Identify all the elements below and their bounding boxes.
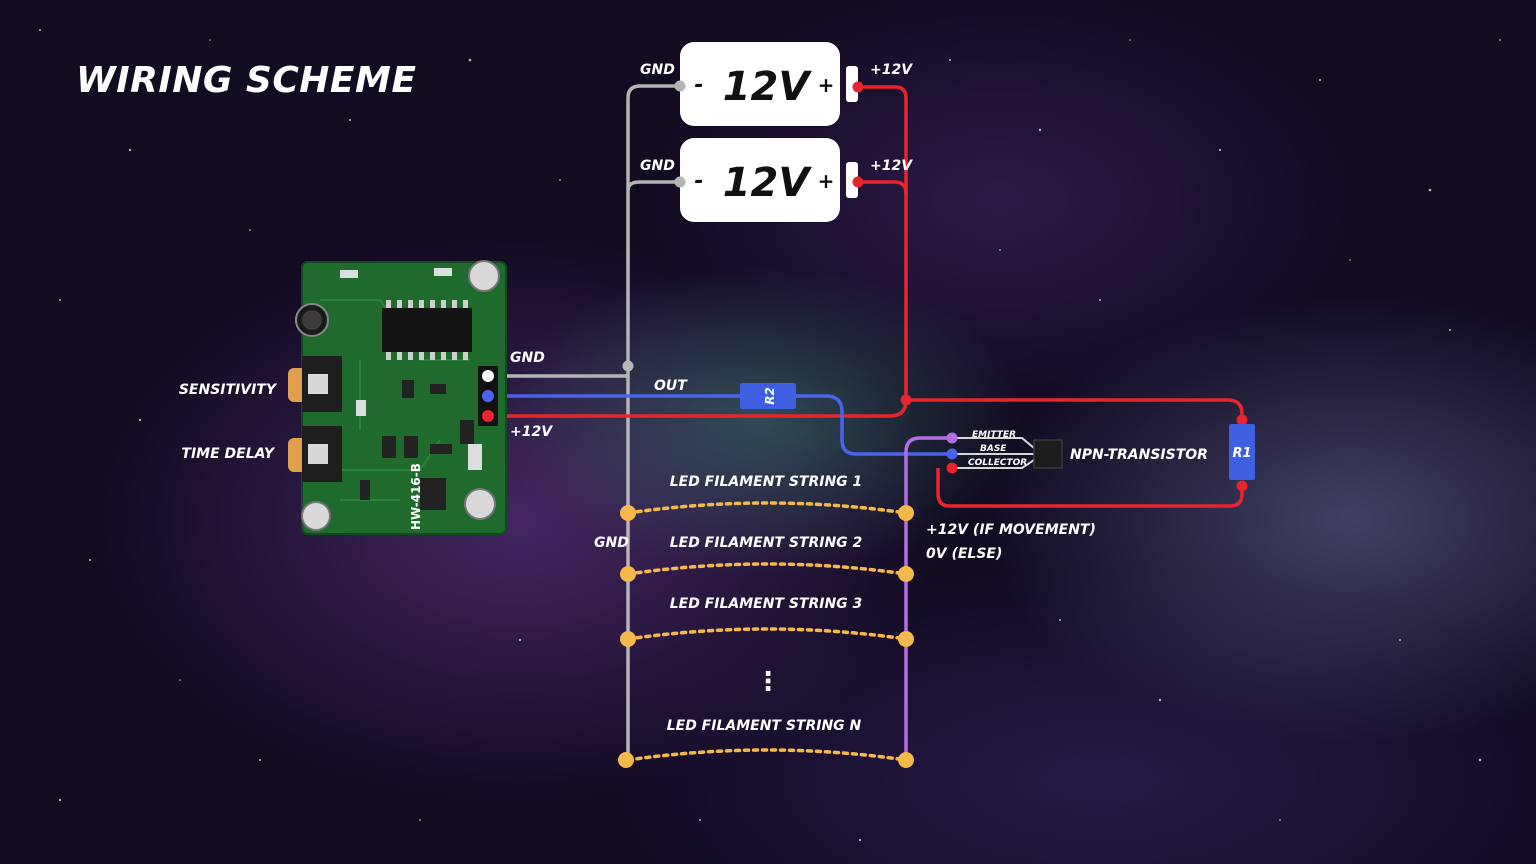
emitter-dot (946, 432, 958, 444)
time-delay-label: TIME DELAY (181, 446, 275, 462)
battery-bottom-plus: + (818, 169, 835, 193)
led-string-3-label: LED FILAMENT STRING 3 (670, 596, 863, 612)
resistor-r2: R2 (740, 383, 796, 409)
pos-battery-1 (858, 85, 908, 400)
output-wiring (904, 436, 954, 760)
gnd-junction-battery-1 (674, 80, 686, 92)
capacitor (468, 260, 500, 292)
gnd-rail (626, 84, 680, 760)
battery-top: 12V - + GND +12V (640, 42, 913, 126)
battery-bottom: 12V - + GND +12V (640, 138, 913, 222)
battery-top-pos-label: +12V (870, 62, 913, 78)
sensor-pin-out (482, 390, 494, 402)
pos-junction-battery-1 (852, 81, 864, 93)
pos-to-r1 (906, 398, 1244, 424)
ic-chip (382, 308, 472, 352)
battery-bottom-gnd-label: GND (640, 158, 675, 174)
led-strings: LED FILAMENT STRING 1 LED FILAMENT STRIN… (618, 474, 914, 768)
output-note-movement: +12V (IF MOVEMENT) (926, 522, 1096, 538)
led-string-3: LED FILAMENT STRING 3 (620, 596, 914, 647)
battery-bottom-minus: - (694, 169, 703, 194)
capacitor (301, 501, 331, 531)
led-string-1: LED FILAMENT STRING 1 (620, 474, 914, 521)
r2-label: R2 (763, 387, 777, 405)
more-strings-ellipsis: ⋮ (755, 667, 781, 697)
capacitor (464, 488, 496, 520)
npn-transistor: NPN-TRANSISTOR EMITTER BASE COLLECTOR (968, 430, 1208, 469)
gnd-battery-2 (626, 180, 680, 191)
sensor-out-label: OUT (654, 378, 688, 394)
positive-wiring (488, 85, 1244, 508)
pos-battery-2 (858, 180, 908, 195)
sensitivity-potentiometer (288, 356, 342, 412)
pos-junction-battery-2 (852, 176, 864, 188)
star-field (39, 29, 1501, 842)
sensor-pin-gnd (482, 370, 494, 382)
transistor-name: NPN-TRANSISTOR (1070, 447, 1208, 463)
led-string-2: LED FILAMENT STRING 2 (620, 535, 914, 582)
sensitivity-label: SENSITIVITY (179, 382, 278, 398)
emitter-label: EMITTER (972, 430, 1016, 440)
gnd-rail-label: GND (594, 535, 629, 551)
r1-bottom-dot (1236, 480, 1248, 492)
led-string-1-label: LED FILAMENT STRING 1 (670, 474, 863, 490)
pir-sensor-board: HW-416-B (288, 260, 507, 535)
sensor-model: HW-416-B (409, 463, 423, 530)
led-string-n: LED FILAMENT STRING N (618, 718, 914, 768)
battery-top-voltage: 12V (723, 64, 813, 110)
sensor-gnd-label: GND (510, 350, 545, 366)
collector-dot (946, 462, 958, 474)
r1-top-dot (1236, 414, 1248, 426)
r1-to-collector (936, 468, 1244, 508)
led-string-2-label: LED FILAMENT STRING 2 (670, 535, 863, 551)
led-string-n-label: LED FILAMENT STRING N (667, 718, 862, 734)
battery-top-plus: + (818, 73, 835, 97)
gnd-junction-battery-2 (674, 176, 686, 188)
signal-wiring (488, 394, 954, 456)
pos-junction (900, 394, 912, 406)
r1-label: R1 (1232, 446, 1251, 461)
gnd-junction (622, 360, 634, 372)
page-title: WIRING SCHEME (76, 60, 417, 101)
battery-top-minus: - (694, 73, 703, 98)
output-note-else: 0V (ELSE) (926, 546, 1002, 562)
sensor-vcc-label: +12V (510, 424, 553, 440)
sensor-pin-vcc (482, 410, 494, 422)
battery-bottom-voltage: 12V (723, 160, 813, 206)
r2-to-base (796, 394, 954, 456)
output-rail (904, 436, 954, 760)
resistor-r1: R1 (1229, 424, 1255, 480)
battery-top-gnd-label: GND (640, 62, 675, 78)
time-delay-potentiometer (288, 426, 342, 482)
collector-label: COLLECTOR (968, 458, 1027, 468)
battery-bottom-pos-label: +12V (870, 158, 913, 174)
gnd-wiring (488, 84, 680, 760)
transistor-legs (954, 437, 1035, 469)
base-label: BASE (980, 444, 1007, 454)
base-dot (946, 448, 958, 460)
